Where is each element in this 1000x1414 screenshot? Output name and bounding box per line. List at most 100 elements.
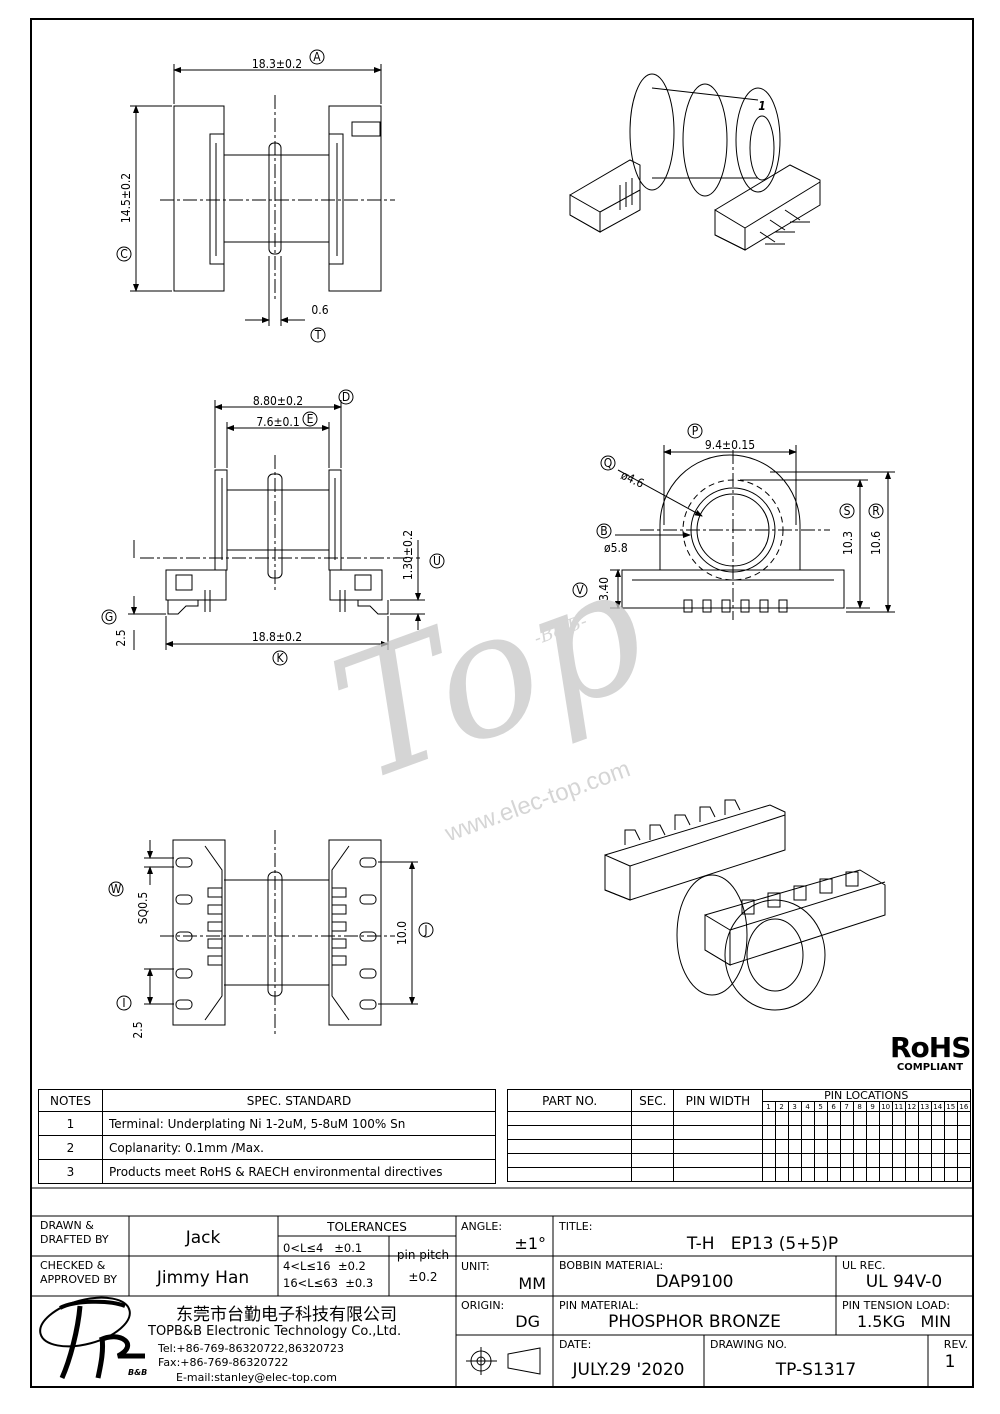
part-header-pinwidth: PIN WIDTH [673, 1089, 763, 1112]
unit-value: MM [518, 1274, 546, 1293]
dim-e-tag: E [307, 412, 314, 426]
angle-value: ±1° [514, 1234, 546, 1253]
dim-u-value: 1.30±0.2 [401, 530, 415, 580]
tol-row-1: 0<L≤4 ±0.1 [283, 1241, 363, 1255]
part-row [506, 1167, 972, 1182]
part-header-partno: PART NO. [506, 1089, 633, 1112]
pin-material-value: PHOSPHOR BRONZE [608, 1312, 781, 1332]
origin-value: DG [515, 1312, 540, 1331]
drawing-no-value: TP-S1317 [775, 1360, 857, 1380]
part-cell [956, 1167, 972, 1182]
dim-t-value: 0.6 [311, 303, 328, 317]
unit-label: UNIT: [461, 1260, 490, 1273]
bottom-view [144, 830, 418, 1035]
dim-w-tag: W [111, 882, 122, 896]
company-cn-name: 东莞市台勤电子科技有限公司 [176, 1305, 397, 1325]
iso-pin1-label: 1 [758, 99, 766, 113]
dim-u-tag: U [433, 554, 441, 568]
date-value: JULY.29 '2020 [572, 1360, 685, 1380]
dim-w-value: SQ0.5 [136, 892, 150, 925]
company-en-name: TOPB&B Electronic Technology Co.,Ltd. [148, 1324, 402, 1339]
company-email: E-mail:stanley@elec-top.com [176, 1371, 337, 1384]
dim-j-tag: J [423, 923, 427, 937]
dim-p-value: 9.4±0.15 [705, 438, 755, 452]
note-1-text: Terminal: Underplating Ni 1-2uM, 5-8uM 1… [102, 1111, 496, 1136]
note-3-no: 3 [38, 1159, 103, 1184]
top-view [130, 64, 395, 326]
origin-label: ORIGIN: [461, 1299, 505, 1312]
company-fax: Fax:+86-769-86320722 [158, 1356, 289, 1369]
note-3-text: Products meet RoHS & RAECH environmental… [102, 1159, 496, 1184]
checked-label: CHECKED & APPROVED BY [40, 1259, 118, 1286]
dim-v-value: 3.40 [597, 577, 611, 601]
drawing-sheet [30, 18, 974, 1388]
drawn-value: Jack [185, 1228, 221, 1248]
dim-d-value: 8.80±0.2 [253, 394, 303, 408]
dim-g-value: 2.5 [114, 629, 128, 646]
rev-value: 1 [944, 1352, 956, 1372]
note-2-no: 2 [38, 1135, 103, 1160]
title-value: T-H EP13 (5+5)P [686, 1234, 839, 1254]
part-cell [673, 1167, 763, 1182]
company-tel: Tel:+86-769-86320722,86320723 [158, 1342, 345, 1355]
isometric-view-top [569, 73, 821, 251]
dim-e-value: 7.6±0.1 [256, 415, 299, 429]
front-view [128, 400, 425, 650]
dim-v-tag: V [576, 583, 584, 597]
dim-r-tag: R [872, 504, 880, 518]
ul-value: UL 94V-0 [865, 1272, 943, 1292]
dim-d-tag: D [342, 390, 350, 404]
tol-row-2: 4<L≤16 ±0.2 [283, 1259, 366, 1273]
pin-pitch-value: ±0.2 [408, 1270, 438, 1284]
rohs-compliant: COMPLIANT [896, 1062, 964, 1073]
dim-s-tag: S [844, 504, 851, 518]
dim-t-tag: T [314, 328, 322, 342]
pin-tension-label: PIN TENSION LOAD: [842, 1299, 951, 1312]
bobbin-label: BOBBIN MATERIAL: [559, 1259, 664, 1272]
ul-label: UL REC. [842, 1259, 886, 1272]
dim-k-tag: K [276, 651, 284, 665]
logo-sub: B&B [128, 1368, 148, 1377]
checked-value: Jimmy Han [156, 1268, 250, 1288]
date-label: DATE: [559, 1338, 592, 1351]
pin-tension-value: 1.5KG MIN [856, 1312, 952, 1331]
dim-q-tag: Q [604, 456, 613, 470]
rohs-badge: RoHS COMPLIANT [890, 1031, 971, 1074]
dim-j-value: 10.0 [395, 921, 409, 945]
angle-label: ANGLE: [461, 1220, 503, 1233]
dim-c-value: 14.5±0.2 [119, 173, 133, 223]
part-cell [506, 1167, 633, 1182]
drawing-no-label: DRAWING NO. [710, 1338, 787, 1351]
dim-k-value: 18.8±0.2 [252, 630, 302, 644]
dim-p-tag: P [692, 424, 699, 438]
dim-a-value: 18.3±0.2 [252, 57, 302, 71]
dim-b-value: ø5.8 [604, 541, 628, 555]
drawn-label: DRAWN & DRAFTED BY [40, 1219, 109, 1246]
rev-label: REV. [943, 1338, 968, 1351]
dimension-labels: 18.3±0.2 A 14.5±0.2 C 0.6 T 8.80±0.2 D 7… [101, 49, 884, 1039]
dim-i-value: 2.5 [131, 1021, 145, 1038]
dim-g-tag: G [105, 610, 113, 624]
dim-i-tag: I [122, 996, 125, 1010]
side-view [610, 445, 895, 620]
isometric-view-bottom [604, 799, 886, 1011]
dim-a-tag: A [313, 50, 321, 64]
dim-s-value: 10.3 [841, 531, 855, 555]
part-row [506, 1111, 972, 1126]
dim-r-value: 10.6 [869, 531, 883, 555]
dim-c-tag: C [120, 247, 128, 261]
bobbin-value: DAP9100 [655, 1272, 734, 1292]
tolerances-label: TOLERANCES [327, 1220, 407, 1234]
part-row [506, 1139, 972, 1154]
rohs-title: RoHS [890, 1031, 971, 1064]
title-label: TITLE: [559, 1220, 593, 1233]
tol-row-3: 16<L≤63 ±0.3 [283, 1276, 374, 1290]
note-2-text: Coplanarity: 0.1mm /Max. [102, 1135, 496, 1160]
pin-material-label: PIN MATERIAL: [559, 1299, 639, 1312]
dim-b-tag: B [600, 524, 607, 538]
pin-pitch-label: pin pitch [396, 1248, 450, 1262]
